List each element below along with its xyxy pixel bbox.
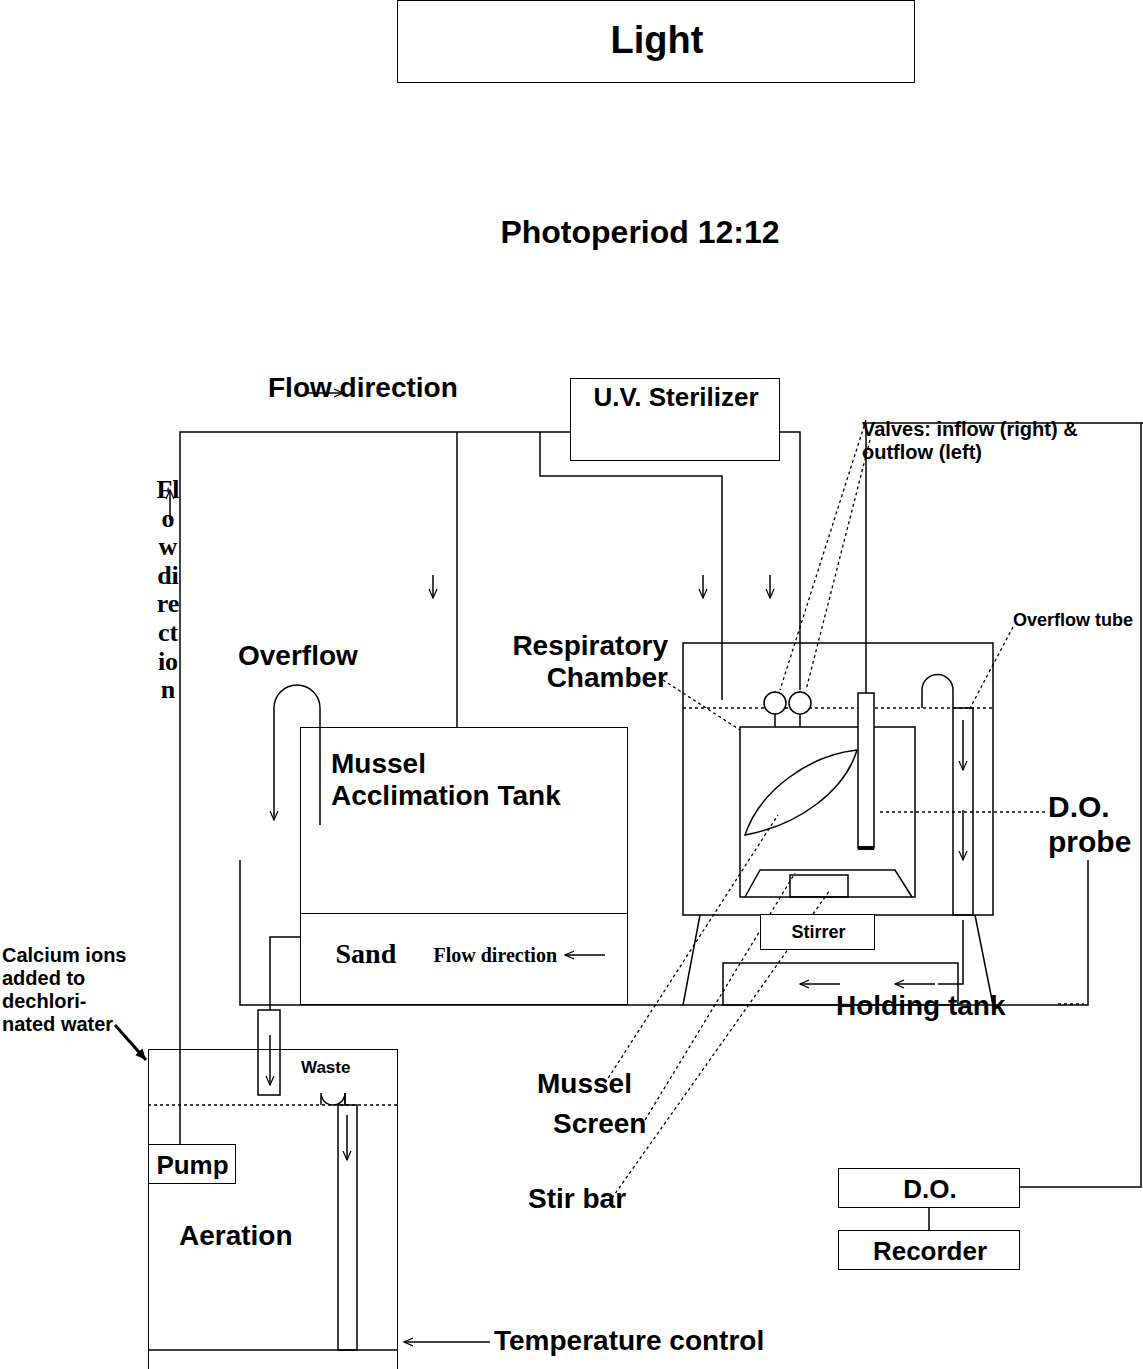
overflow-label: Overflow	[238, 640, 398, 672]
light-box: Light	[397, 0, 915, 83]
node-text: Mussel Acclimation Tank	[331, 748, 591, 812]
node-text: U.V. Sterilizer	[571, 383, 781, 413]
recorder-box: Recorder	[838, 1230, 1020, 1270]
node-text: Pump	[149, 1151, 237, 1181]
reservoir-tank: WasteAeration Pump	[148, 1049, 398, 1369]
node-text: Stirrer	[761, 922, 876, 943]
holding-tank-label: Holding tank	[836, 990, 1061, 1022]
chamber-label: Respiratory Chamber	[488, 630, 668, 694]
sand-layer: Sand Flow direction	[300, 913, 628, 1006]
screen-label: Screen	[553, 1108, 673, 1140]
probe-label: D.O. probe	[1048, 790, 1140, 859]
flow-label-vertical: Flow direction	[155, 476, 181, 705]
node-text: Waste	[301, 1058, 371, 1078]
node-text: Aeration	[179, 1220, 359, 1252]
do-meter-box: D.O.	[838, 1168, 1020, 1208]
stirrer-box: Stirrer	[760, 914, 875, 950]
valves-label: Valves: inflow (right) & outflow (left)	[862, 418, 1082, 464]
photoperiod-note: Photoperiod 12:12	[460, 214, 820, 251]
acclimation-tank: Mussel Acclimation TankSand Flow directio…	[300, 727, 628, 1005]
stir-bar-label: Stir bar	[528, 1183, 648, 1215]
temperature-label: Temperature control	[494, 1325, 794, 1357]
node-text: Flow direction	[434, 944, 604, 967]
flow-label: Flow direction	[268, 372, 498, 404]
node-text: Light	[398, 19, 916, 63]
node-text: Sand	[336, 938, 426, 970]
pump-box: Pump	[148, 1144, 236, 1184]
overflow-tube-label: Overflow tube	[1013, 610, 1141, 631]
connector-wire	[928, 1208, 930, 1230]
node-text: Recorder	[839, 1237, 1021, 1267]
mussel-label: Mussel	[537, 1068, 657, 1100]
node-text: D.O.	[839, 1175, 1021, 1205]
sterilizer-box: U.V. Sterilizer	[570, 378, 780, 461]
calcium-note: Calcium ions added to dechlori- nated wa…	[2, 944, 130, 1036]
